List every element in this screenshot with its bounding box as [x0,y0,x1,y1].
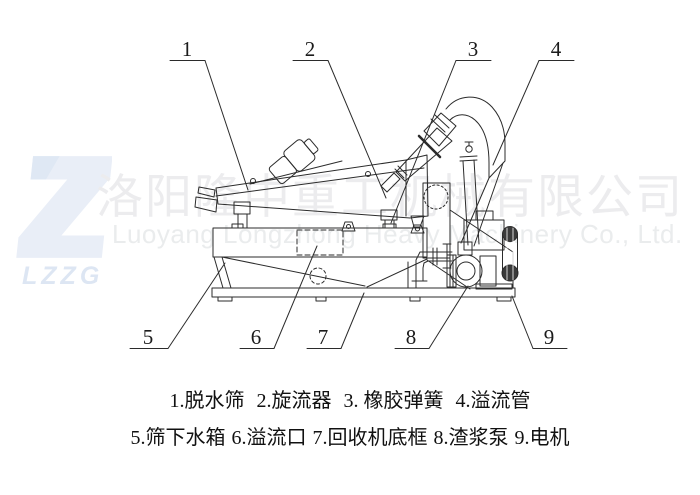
company-logo: LZZG [8,152,120,304]
vibration-motors [268,138,319,185]
watermark-company-en: Luoyang Longzhong Heavy Machinery Co., L… [112,219,683,249]
overflow-port-part [296,229,344,285]
callout-3: 3 [390,37,492,224]
slurry-pump-part [411,241,483,288]
svg-text:9: 9 [544,325,555,349]
feed-pipe [459,141,480,246]
svg-text:3: 3 [468,37,479,61]
svg-text:5: 5 [143,325,154,349]
legend-item: 1.脱水筛 [169,390,245,412]
cyclone-part [380,112,457,193]
legend-item: 9.电机 [514,427,570,449]
logo-z-icon [16,156,112,258]
callout-2: 2 [292,37,387,199]
legend-line-1: 1.脱水筛 2.旋流器 3. 橡胶弹簧 4.溢流管 [0,383,700,420]
legend-item: 8.渣浆泵 [433,427,509,449]
motor-part [463,210,519,290]
legend-item: 4.溢流管 [455,390,531,412]
callout-9: 9 [511,295,568,349]
svg-text:1: 1 [182,37,193,61]
svg-text:2: 2 [305,37,316,61]
base-frame-part [211,287,516,302]
callout-7: 7 [306,292,365,349]
legend-item: 5.筛下水箱 [130,427,226,449]
support-column [422,182,514,289]
callout-1: 1 [169,37,249,191]
callout-6: 6 [239,245,318,349]
legend-item: 6.溢流口 [231,427,307,449]
rubber-springs-part [233,201,398,229]
legend-item: 3. 橡胶弹簧 [343,390,444,412]
svg-text:8: 8 [406,325,417,349]
logo-text: LZZG [22,262,104,290]
svg-text:4: 4 [551,37,562,61]
callout-8: 8 [394,285,469,349]
legend-item: 2.旋流器 [256,390,332,412]
watermark-company-cn: 洛阳隆中重工机械有限公司 [96,170,684,223]
legend-item: 7.回收机底框 [312,427,428,449]
water-tank-part [212,221,471,290]
dewatering-screen-part [194,154,429,228]
overflow-pipe-part [445,96,506,247]
svg-text:7: 7 [318,325,329,349]
callout-4: 4 [492,37,575,166]
callout-5: 5 [129,262,226,349]
svg-text:6: 6 [251,325,262,349]
